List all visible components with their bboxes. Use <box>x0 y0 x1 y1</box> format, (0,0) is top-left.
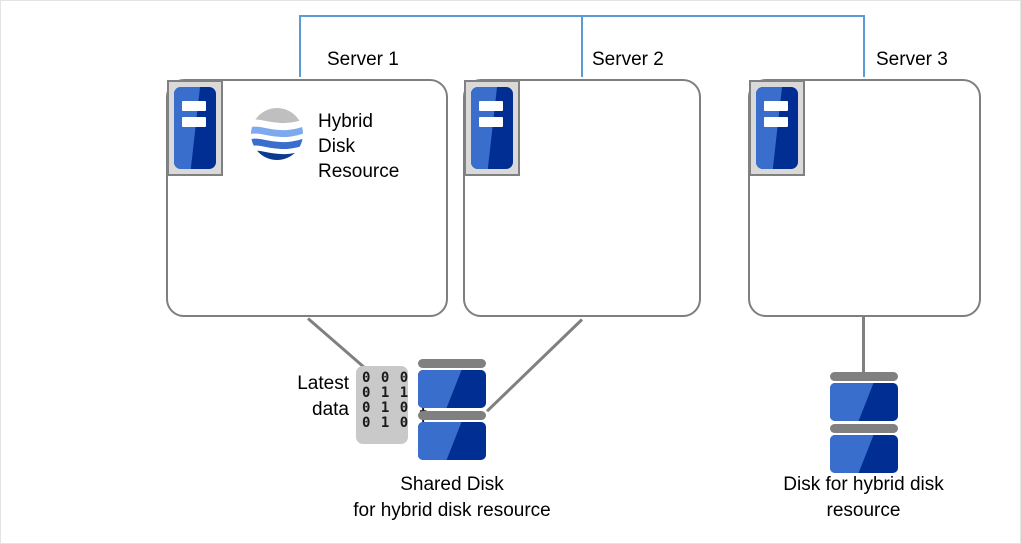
resource-line-1: Hybrid <box>318 111 373 132</box>
globe-icon <box>250 107 304 161</box>
hybrid-disk-caption-line-2: resource <box>826 500 901 521</box>
binary-row-2: 0 1 1 0 <box>362 385 429 401</box>
disk-cap-top <box>830 372 898 381</box>
connector-server2-shared-disk <box>486 318 584 413</box>
server-icon-slot-bottom <box>181 117 206 128</box>
server-icon-body <box>174 87 216 169</box>
server-icon-body <box>471 87 513 169</box>
server-icon-slot-top <box>181 100 206 111</box>
network-drop-server-2 <box>581 15 583 77</box>
server-icon-2 <box>464 80 520 176</box>
resource-line-3: Resource <box>318 161 400 182</box>
disk-platter-bottom <box>830 435 898 473</box>
shared-disk-icon <box>418 359 486 460</box>
binary-row-3: 0 1 0 1 <box>362 400 429 416</box>
shared-disk-caption-line-2: for hybrid disk resource <box>353 500 551 521</box>
server-label-3: Server 3 <box>876 49 948 70</box>
server-icon-3 <box>749 80 805 176</box>
resource-line-2: Disk <box>318 136 355 157</box>
hybrid-disk-caption: Disk for hybrid disk resource <box>701 472 1020 524</box>
hybrid-disk-resource-label: Hybrid Disk Resource <box>318 109 399 184</box>
disk-platter-top <box>830 383 898 421</box>
hybrid-disk-icon <box>830 372 898 473</box>
server-icon-body <box>756 87 798 169</box>
server-icon-slot-top <box>478 100 503 111</box>
binary-data-block: 0 0 0 0 0 1 1 0 0 1 0 1 0 1 0 1 <box>356 366 429 444</box>
server-icon-slot-top <box>763 100 788 111</box>
binary-row-1: 0 0 0 0 <box>362 370 429 386</box>
latest-data-line-1: Latest <box>297 373 349 394</box>
server-label-2: Server 2 <box>592 49 664 70</box>
connector-server1-shared-disk <box>307 317 368 371</box>
server-icon-1 <box>167 80 223 176</box>
server-label-1: Server 1 <box>327 49 399 70</box>
hybrid-disk-caption-line-1: Disk for hybrid disk <box>783 474 944 495</box>
disk-cap-top <box>418 359 486 368</box>
shared-disk-caption-line-1: Shared Disk <box>400 474 504 495</box>
shared-disk-caption: Shared Disk for hybrid disk resource <box>282 472 622 524</box>
network-drop-server-3 <box>863 15 865 77</box>
latest-data-line-2: data <box>312 399 349 420</box>
server-icon-slot-bottom <box>478 117 503 128</box>
network-drop-server-1 <box>299 15 301 77</box>
disk-platter-top <box>418 370 486 408</box>
connector-server3-hybrid-disk <box>862 317 865 373</box>
disk-cap-middle <box>830 424 898 433</box>
disk-platter-bottom <box>418 422 486 460</box>
server-icon-slot-bottom <box>763 117 788 128</box>
disk-cap-middle <box>418 411 486 420</box>
binary-row-4: 0 1 0 1 <box>362 415 429 431</box>
latest-data-label: Latest data <box>244 371 349 423</box>
